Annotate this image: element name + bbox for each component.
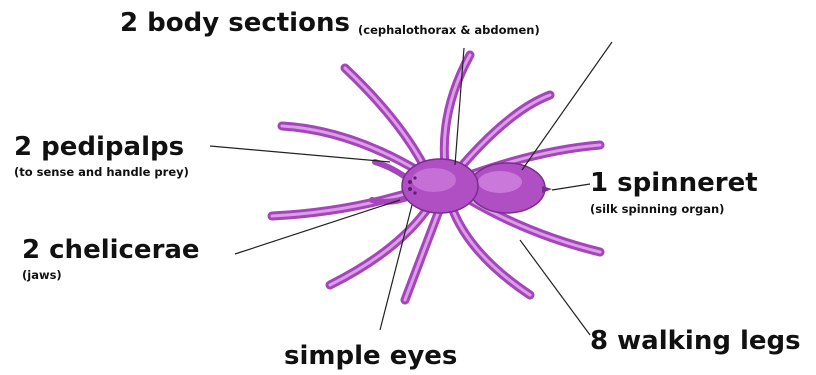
label-simple-eyes: simple eyes [284,343,457,369]
note-pedipalps: (to sense and handle prey) [14,167,189,179]
note-chelicerae: (jaws) [22,270,62,282]
label-chelicerae: 2 chelicerae [22,237,200,263]
leader-walking-legs [520,240,590,335]
leader-spinneret [552,184,590,190]
label-pedipalps: 2 pedipalps [14,134,184,160]
leader-body-sections-1 [455,48,464,165]
label-spinneret: 1 spinneret [590,170,758,196]
leader-eyes [380,205,412,330]
label-walking-legs: 8 walking legs [590,328,801,354]
note-spinneret: (silk spinning organ) [590,204,724,216]
note-body-sections: (cephalothorax & abdomen) [358,25,540,37]
label-body-sections: 2 body sections [120,10,350,36]
spider-spinneret [542,186,552,193]
